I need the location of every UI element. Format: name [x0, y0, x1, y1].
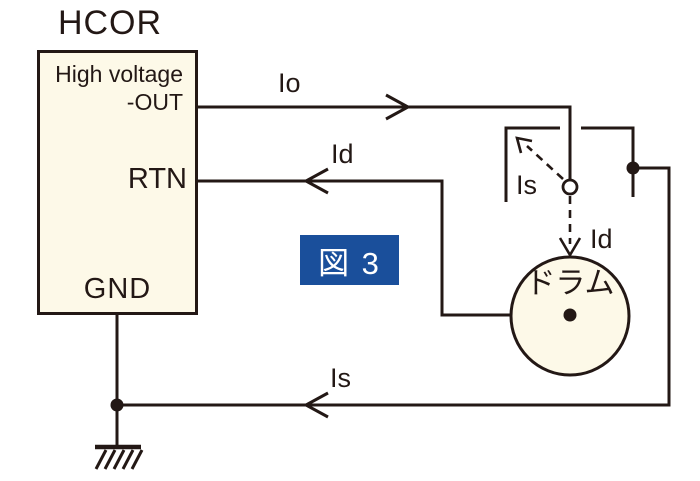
- hcor-title: HCOR: [57, 4, 163, 42]
- current-label-io: Io: [278, 68, 301, 98]
- is-arrowhead-left-icon: [302, 391, 329, 419]
- pin-label-out: -OUT: [126, 89, 183, 115]
- drum-label: ドラム: [525, 267, 615, 300]
- is-return-wire: [117, 166, 671, 407]
- figure-badge: 図 3: [300, 235, 399, 285]
- pin-label-rtn: RTN: [127, 163, 187, 195]
- current-label-is-return: Is: [330, 363, 352, 393]
- hcor-box: High voltage -OUT RTN GND: [37, 50, 198, 315]
- id-arrowhead-left-icon: [302, 167, 329, 195]
- corona-wire-node: [561, 178, 579, 196]
- io-arrowhead-right-icon: [385, 93, 412, 121]
- drum-center-dot: [563, 308, 577, 322]
- left-shield-contact: [504, 126, 560, 202]
- current-label-id-return: Id: [331, 139, 354, 169]
- current-label-is-branch: Is: [516, 170, 538, 200]
- current-label-id-branch: Id: [590, 224, 613, 254]
- junction-dot-shield: [626, 161, 640, 175]
- io-wire: [198, 105, 572, 179]
- rtn-wire: [198, 179, 570, 317]
- junction-dot-ground: [110, 398, 124, 412]
- earth-ground-icon: [94, 444, 144, 470]
- is-branch-arrowhead-icon: [515, 136, 533, 154]
- pin-label-high-voltage: High voltage: [55, 61, 183, 87]
- right-shield-contact: [581, 126, 635, 197]
- pin-label-gnd: GND: [83, 273, 152, 305]
- id-branch-arrowhead-icon: [558, 237, 582, 258]
